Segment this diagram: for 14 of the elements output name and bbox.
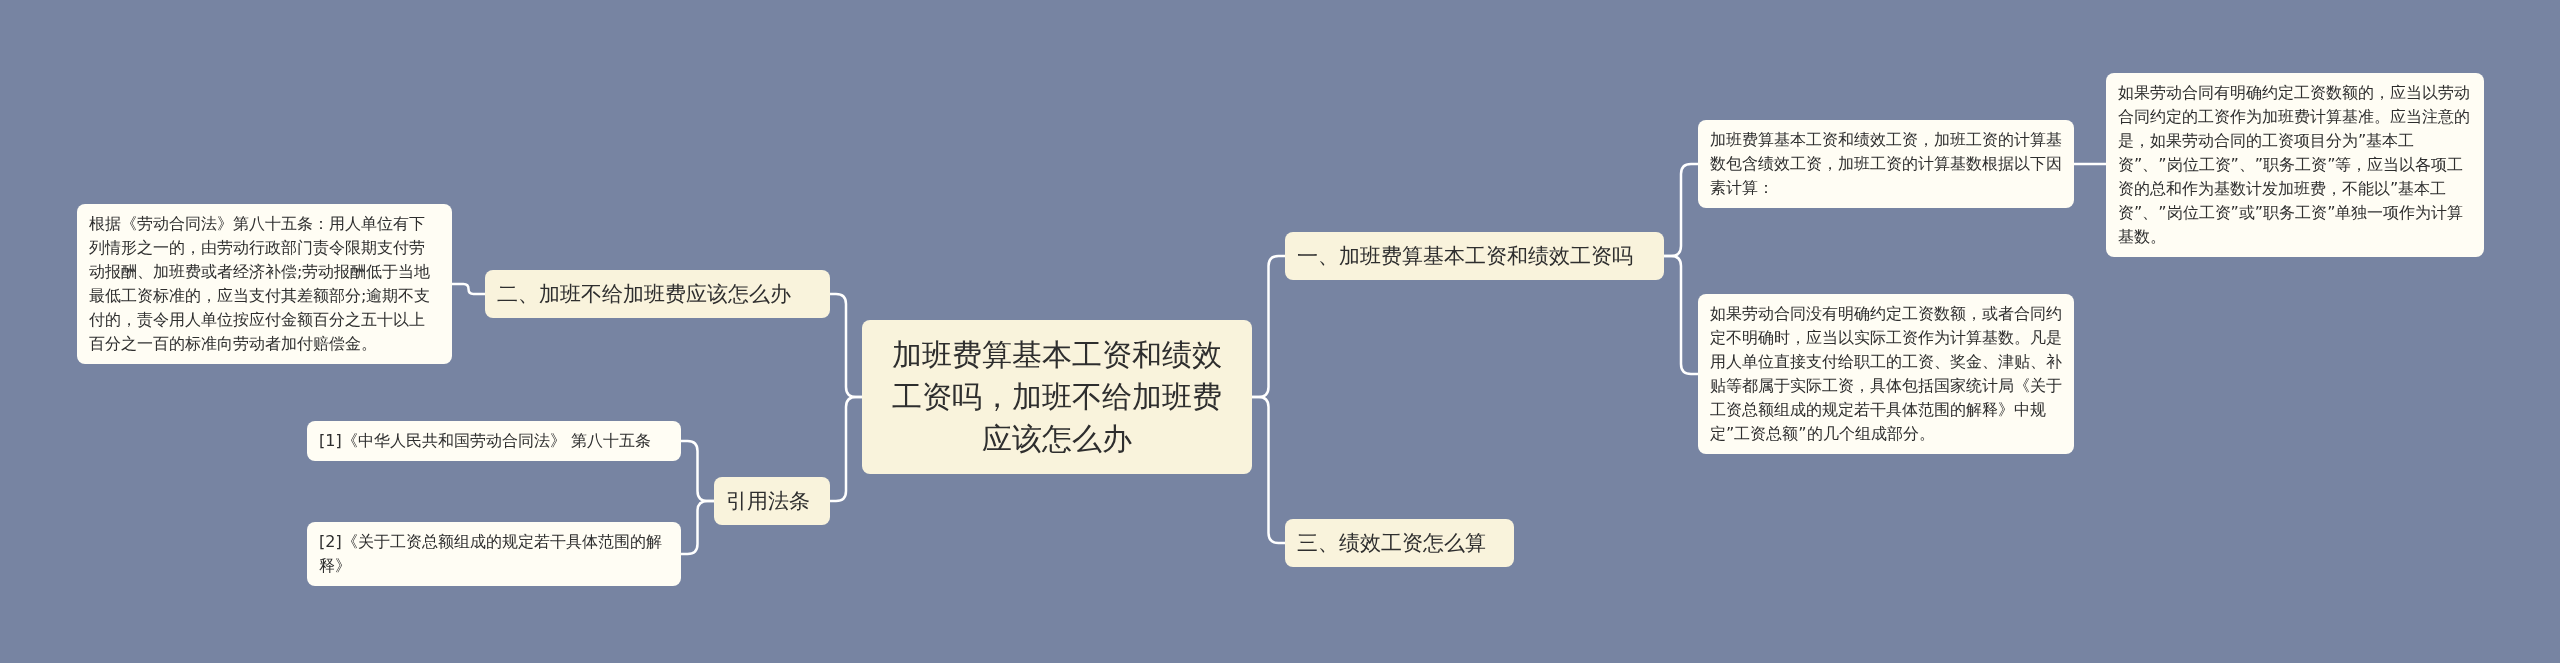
note-box: 如果劳动合同有明确约定工资数额的，应当以劳动合同约定的工资作为加班费计算基准。应当注意的是，如果劳动合同的工资项目分为”基本工资”、”岗位工资”、”职务工资”等，应当以各项工资的总和作为基数计发加班费，不能以”基本工资”、”岗位工资”或”职务工资”单独一项作为计算基数。	[2106, 73, 2484, 257]
connector-line	[2074, 162, 2106, 166]
connector-line	[452, 282, 485, 296]
note-box: [2]《关于工资总额组成的规定若干具体范围的解释》	[307, 522, 681, 586]
topic-box: 三、绩效工资怎么算	[1285, 519, 1514, 567]
topic-box: 一、加班费算基本工资和绩效工资吗	[1285, 232, 1664, 280]
topic-box: 二、加班不给加班费应该怎么办	[485, 270, 830, 318]
note-box: 加班费算基本工资和绩效工资，加班工资的计算基数包含绩效工资，加班工资的计算基数根据以下因素计算：	[1698, 120, 2074, 208]
note-box: [1]《中华人民共和国劳动合同法》 第八十五条	[307, 421, 681, 461]
central-topic: 加班费算基本工资和绩效工资吗，加班不给加班费应该怎么办	[862, 320, 1252, 474]
note-box: 如果劳动合同没有明确约定工资数额，或者合同约定不明确时，应当以实际工资作为计算基数。凡是用人单位直接支付给职工的工资、奖金、津贴、补贴等都属于实际工资，具体包括国家统计局《关于工资总额组成的规定若干具体范围的解释》中规定”工资总额”的几个组成部分。	[1698, 294, 2074, 454]
note-box: 根据《劳动合同法》第八十五条：用人单位有下列情形之一的，由劳动行政部门责令限期支付劳动报酬、加班费或者经济补偿;劳动报酬低于当地最低工资标准的，应当支付其差额部分;逾期不支付的，责令用人单位按应付金额百分之五十以上百分之一百的标准向劳动者加付赔偿金。	[77, 204, 452, 364]
topic-box: 引用法条	[714, 477, 830, 525]
connector-line	[1252, 395, 1285, 545]
